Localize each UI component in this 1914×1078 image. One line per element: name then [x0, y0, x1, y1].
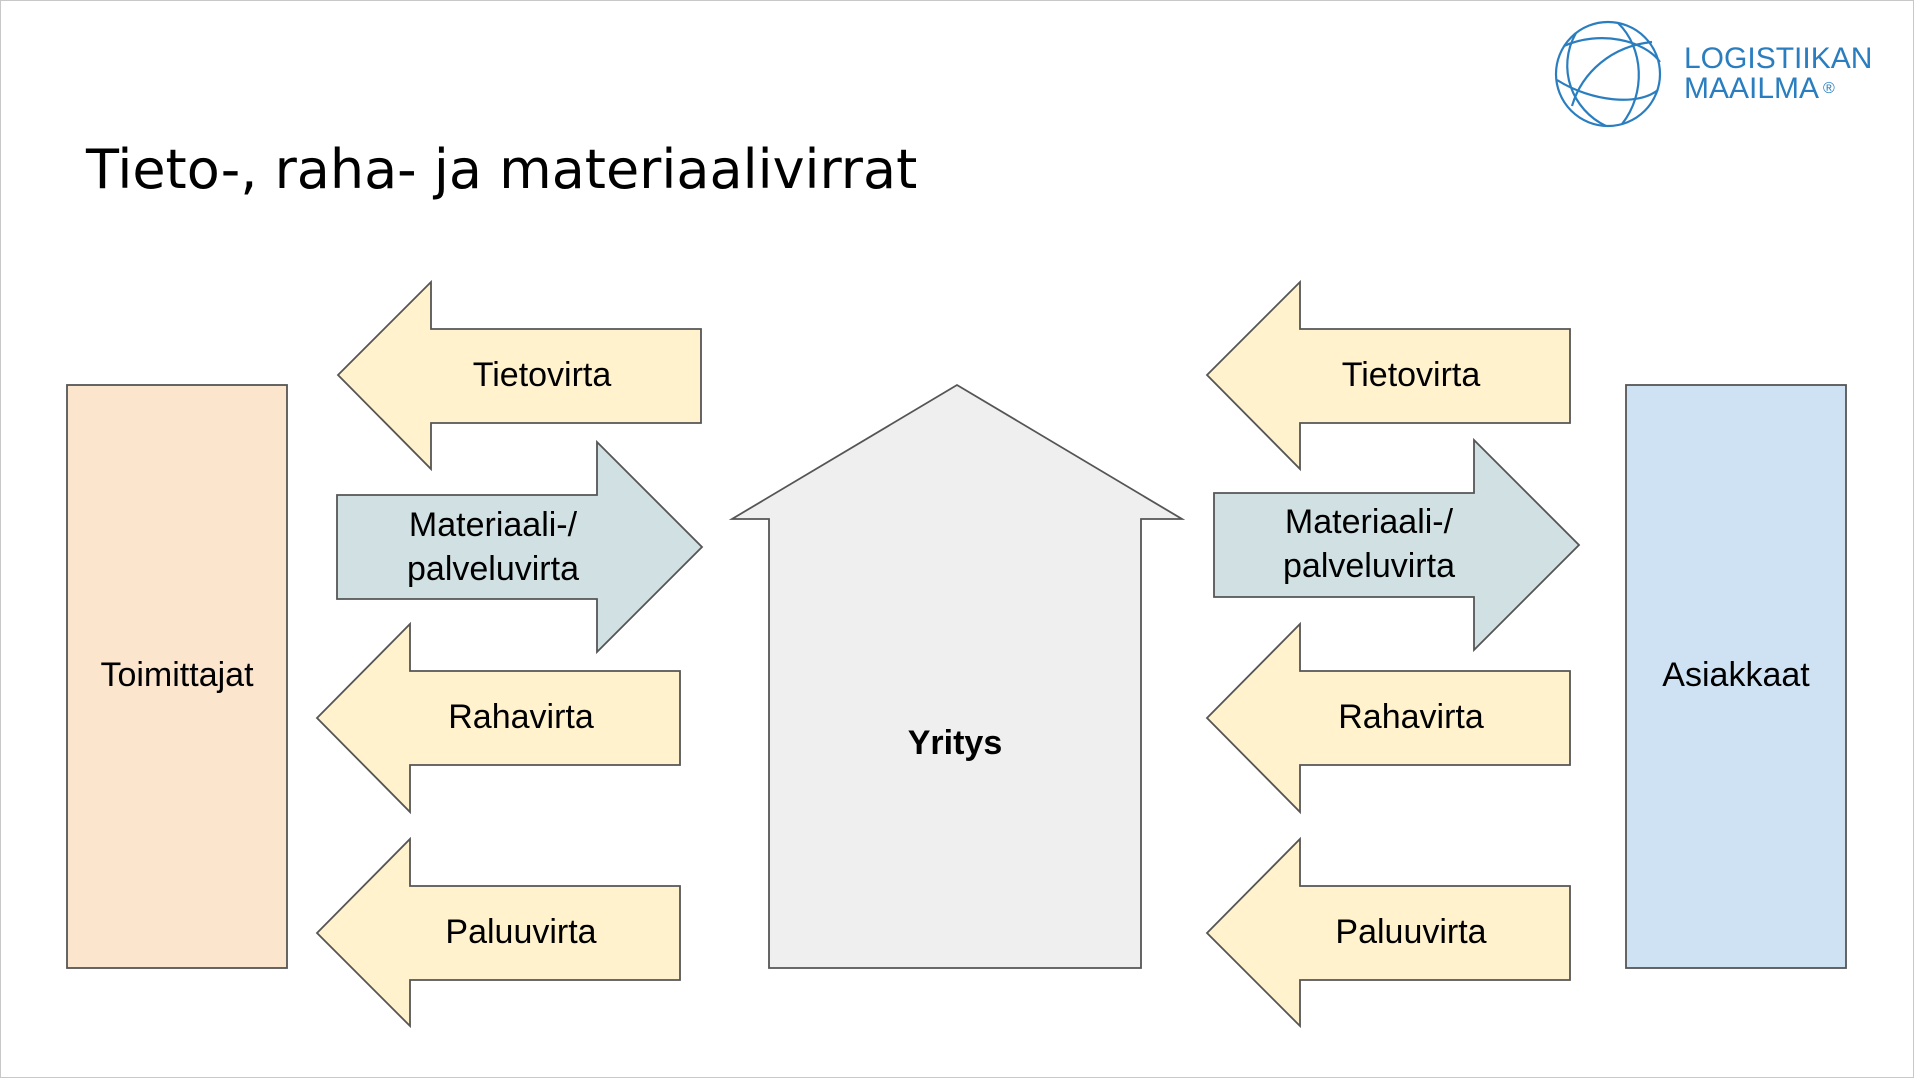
right-material-label-line1: Materiaali-/ [1285, 503, 1454, 541]
right-return-arrow [1205, 836, 1571, 1029]
left-material-label-line2: palveluvirta [407, 550, 579, 588]
right-material-label-line2: palveluvirta [1283, 547, 1455, 585]
left-material-label-line1: Materiaali-/ [409, 506, 578, 544]
right-info-arrow [1205, 279, 1571, 472]
globe-icon [1554, 20, 1662, 128]
page-title: Tieto-, raha- ja materiaalivirrat [86, 138, 918, 201]
right-info-label: Tietovirta [1342, 356, 1481, 394]
left-material-arrow [336, 439, 704, 655]
right-money-arrow [1205, 621, 1571, 815]
logistiikan-maailma-logo: LOGISTIIKAN MAAILMA® [1552, 18, 1898, 130]
company-label: Yritys [908, 724, 1003, 762]
left-money-arrow [315, 621, 681, 815]
left-return-arrow [315, 836, 681, 1029]
logo-wordmark: LOGISTIIKAN MAAILMA® [1684, 44, 1872, 104]
suppliers-box [66, 384, 288, 969]
suppliers-label: Toimittajat [100, 656, 254, 694]
left-info-arrow [336, 279, 702, 472]
left-info-label: Tietovirta [473, 356, 612, 394]
right-material-arrow [1213, 437, 1581, 653]
customers-label: Asiakkaat [1662, 656, 1810, 694]
logo-line-1: LOGISTIIKAN [1684, 42, 1873, 75]
right-return-label: Paluuvirta [1335, 913, 1486, 951]
left-money-label: Rahavirta [448, 698, 594, 736]
left-return-label: Paluuvirta [445, 913, 596, 951]
right-money-label: Rahavirta [1338, 698, 1484, 736]
company-house [728, 383, 1186, 969]
logo-line-2: MAAILMA® [1684, 72, 1835, 105]
customers-box [1625, 384, 1847, 969]
registered-mark: ® [1823, 80, 1835, 97]
